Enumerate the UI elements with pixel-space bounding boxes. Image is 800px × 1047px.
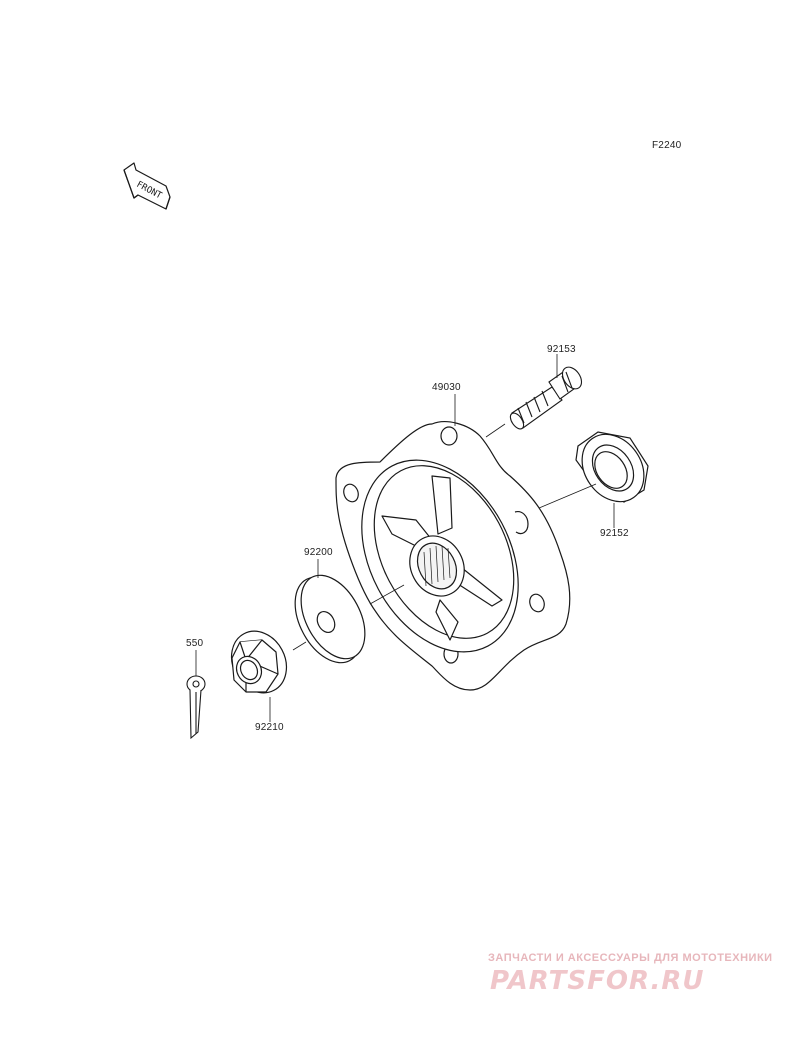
washer-axis-line [369, 584, 405, 605]
stud-axis-line [485, 423, 506, 438]
figure-code: F2240 [652, 140, 682, 151]
part-label-hub[interactable]: 49030 [432, 382, 461, 393]
nut-axis-line [292, 641, 307, 651]
part-label-nut[interactable]: 92210 [255, 722, 284, 733]
front-arrow-icon: FRONT [123, 162, 171, 210]
part-label-stud[interactable]: 92153 [547, 344, 576, 355]
washer [294, 574, 366, 664]
wheel-hub [335, 421, 571, 691]
part-label-seal[interactable]: 92152 [600, 528, 629, 539]
part-label-cotter-pin[interactable]: 550 [186, 638, 204, 649]
flange-nut [230, 630, 288, 694]
watermark-logo: PARTSFOR.RU [490, 966, 705, 996]
watermark-tagline: ЗАПЧАСТИ И АКСЕССУАРЫ ДЛЯ МОТОТЕХНИКИ [488, 952, 773, 964]
oil-seal [575, 431, 649, 503]
cotter-pin [186, 675, 206, 740]
seal-axis-line [531, 483, 597, 512]
stud-bolt [509, 366, 583, 430]
part-label-washer[interactable]: 92200 [304, 547, 333, 558]
